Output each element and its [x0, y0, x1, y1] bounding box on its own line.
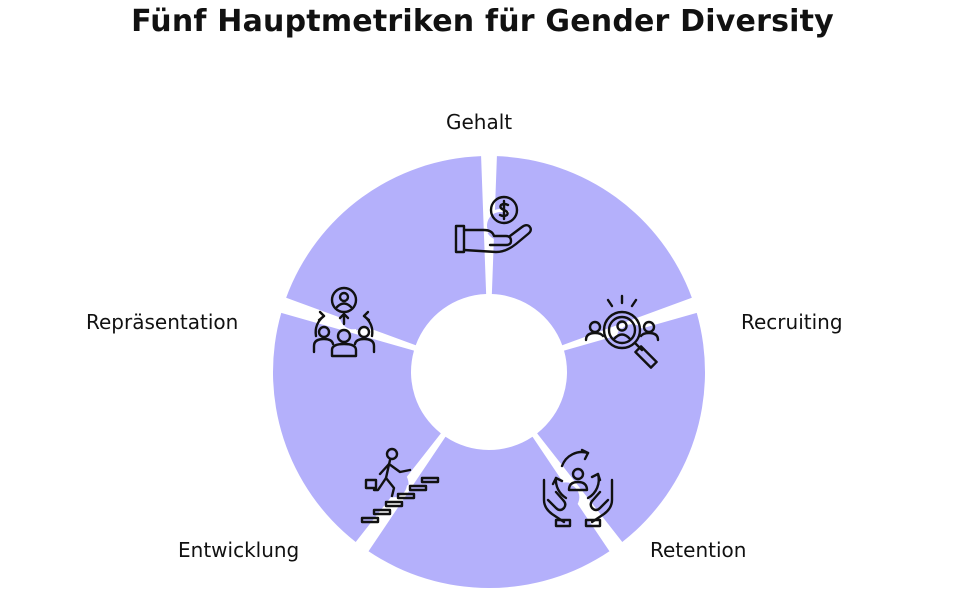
label-repraesentation: Repräsentation — [86, 310, 239, 334]
label-gehalt: Gehalt — [446, 110, 513, 134]
people-magnifier-icon — [584, 294, 660, 369]
segment-4 — [272, 312, 441, 542]
stairs-climber-icon — [360, 447, 440, 524]
label-entwicklung: Entwicklung — [178, 538, 300, 562]
puzzle-joint-5 — [484, 208, 518, 242]
page-title: Fünf Hauptmetriken für Gender Diversity — [131, 4, 834, 39]
group-arrows-icon — [312, 286, 376, 358]
puzzle-joint-3 — [377, 467, 411, 501]
hand-coin-icon — [454, 195, 532, 254]
segment-3 — [368, 436, 610, 588]
hands-person-cycle-icon — [542, 448, 614, 528]
segment-5 — [286, 156, 487, 346]
label-retention: Retention — [650, 538, 747, 562]
label-recruiting: Recruiting — [741, 310, 843, 334]
segment-1 — [491, 156, 692, 346]
puzzle-joint-4 — [336, 299, 370, 333]
puzzle-ring — [272, 156, 706, 588]
segment-2 — [537, 312, 706, 542]
puzzle-joint-1 — [615, 321, 649, 355]
